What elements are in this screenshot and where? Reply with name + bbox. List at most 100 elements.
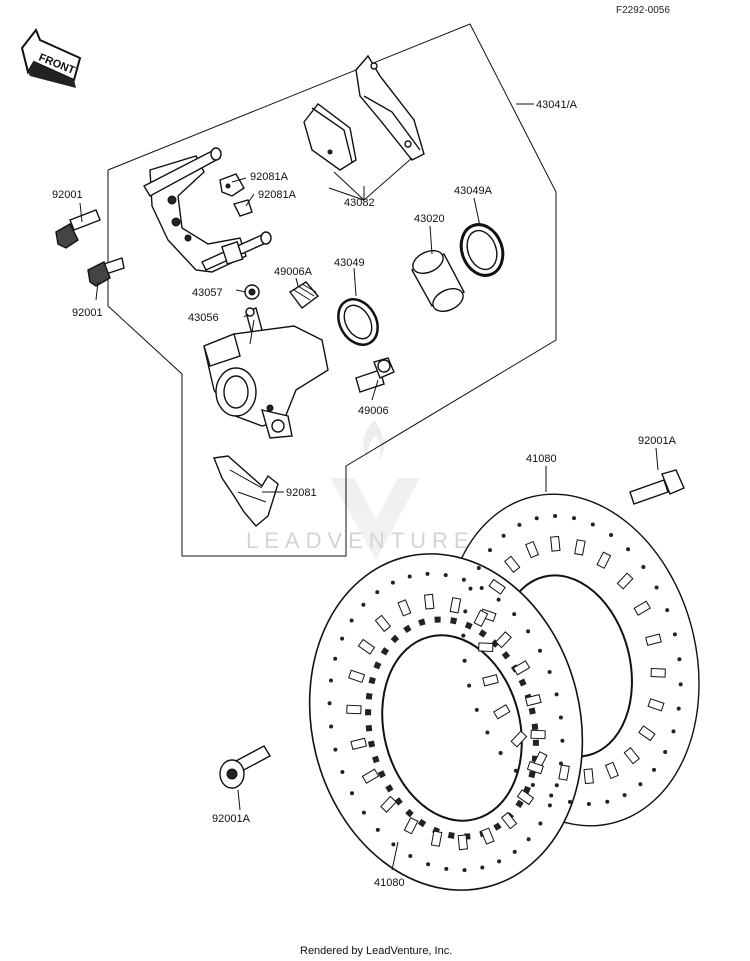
disc-rear-slot	[504, 555, 521, 573]
disc-rear-hole	[549, 793, 554, 798]
disc-rear-slot	[604, 761, 619, 780]
disc-front-hole	[538, 648, 542, 653]
disc-rear-slot	[638, 725, 656, 742]
boot-49006a	[288, 281, 320, 309]
spring-92081a-upper	[219, 173, 245, 197]
disc-rear-hole	[663, 750, 668, 754]
seal-43049	[337, 298, 379, 346]
disc-front-hole	[426, 862, 431, 867]
label-bolt-mid: 92001	[72, 307, 103, 319]
disc-rear-slot	[488, 578, 506, 595]
disc-front-hole	[408, 854, 413, 858]
disc-front-slot	[423, 593, 435, 610]
label-boot: 49006A	[274, 266, 313, 278]
disc-front-hole	[526, 837, 531, 842]
label-bleed-valve: 43056	[188, 312, 219, 324]
bolt-92001-top	[55, 209, 101, 249]
label-cap: 43057	[192, 287, 223, 299]
disc-front-hole	[479, 586, 484, 590]
disc-bolt-left	[219, 745, 271, 789]
disc-rear-hole	[671, 729, 676, 734]
leader-lines	[79, 103, 659, 871]
disc-front-hole	[461, 577, 466, 582]
label-seal-43049: 43049	[334, 257, 365, 269]
disc-rear-hole	[609, 533, 614, 537]
disc-front-slot	[516, 789, 535, 806]
label-assembly: 43041/A	[536, 99, 578, 111]
disc-front-slot	[357, 638, 376, 655]
disc-rear-slot	[616, 572, 634, 590]
label-disc-bolt-left: 92001A	[212, 813, 251, 825]
disc-rear-hole	[641, 565, 646, 569]
disc-front-hole	[361, 810, 366, 815]
disc-front-hole	[538, 821, 543, 826]
disc-rear-hole	[605, 799, 610, 804]
disc-rear-slot	[525, 540, 540, 559]
disc-rear-hole	[461, 633, 466, 638]
disc-rear-slot	[493, 704, 511, 720]
disc-rear-hole	[517, 522, 522, 527]
front-arrow-icon: FRONT	[20, 28, 82, 88]
diagram-code: F2292-0056	[616, 5, 670, 16]
disc-rear-slot	[633, 600, 651, 616]
caliper-body	[203, 319, 329, 439]
disc-rear-hole	[568, 799, 572, 804]
disc-front-hole	[375, 590, 380, 595]
disc-front-slot	[457, 834, 469, 851]
label-pads: 43082	[344, 197, 375, 209]
disc-front-hole	[547, 670, 552, 674]
disc-front-hole	[462, 868, 467, 873]
disc-rear-slot	[645, 633, 662, 646]
label-spring-lower: 92081A	[258, 189, 297, 201]
disc-rear-hole	[677, 657, 682, 662]
disc-rear-hole	[676, 706, 681, 711]
disc-front-slot	[473, 609, 489, 628]
disc-rear-hole	[530, 783, 535, 787]
pin-bolt-49006	[355, 357, 395, 393]
disc-rear-slot	[650, 667, 666, 678]
disc-front-slot	[524, 694, 542, 707]
disc-front-hole	[496, 597, 501, 602]
disc-rear-hole	[672, 632, 677, 637]
disc-front-hole	[350, 791, 354, 796]
disc-front-hole	[547, 803, 552, 808]
disc-front-hole	[560, 738, 565, 743]
disc-bolt-right	[629, 469, 685, 505]
label-spring-upper: 92081A	[250, 171, 289, 183]
disc-rear-hole	[501, 533, 506, 538]
disc-front-hole	[349, 618, 354, 623]
disc-front-slot	[495, 631, 512, 649]
disc-front-hole	[444, 866, 449, 871]
disc-front-slot	[397, 599, 412, 617]
disc-front-hole	[407, 574, 412, 579]
watermark: LEADVENTURE	[246, 528, 475, 553]
disc-front-slot	[500, 811, 518, 830]
cap-43057	[244, 284, 260, 300]
disc-front-slot	[403, 816, 419, 835]
disc-front-hole	[391, 842, 396, 847]
caliper-bracket	[143, 147, 272, 273]
bolt-92001-mid	[87, 257, 125, 287]
label-disc-front: 41080	[374, 877, 405, 889]
disc-front-hole	[340, 770, 345, 774]
disc-rear-hole	[654, 585, 659, 590]
disc-rear-hole	[498, 751, 503, 755]
disc-front-slot	[449, 597, 462, 614]
disc-rear-hole	[626, 547, 631, 552]
label-seal-43049a: 43049A	[454, 185, 493, 197]
disc-rear-hole	[485, 730, 490, 735]
brake-disc-front	[308, 553, 584, 891]
disc-front-hole	[361, 602, 366, 607]
disc-rear-slot	[482, 674, 499, 687]
disc-front-slot	[374, 614, 392, 633]
brake-pad-outer	[355, 54, 425, 161]
disc-front-hole	[554, 692, 559, 697]
disc-rear-slot	[596, 551, 612, 569]
disc-front-slot	[350, 737, 368, 750]
disc-front-slot	[430, 830, 443, 847]
disc-front-slot	[526, 761, 544, 775]
disc-rear-hole	[622, 793, 627, 798]
label-piston: 43020	[414, 213, 445, 225]
watermark-logo	[330, 420, 420, 560]
label-pin-bolt: 49006	[358, 405, 389, 417]
